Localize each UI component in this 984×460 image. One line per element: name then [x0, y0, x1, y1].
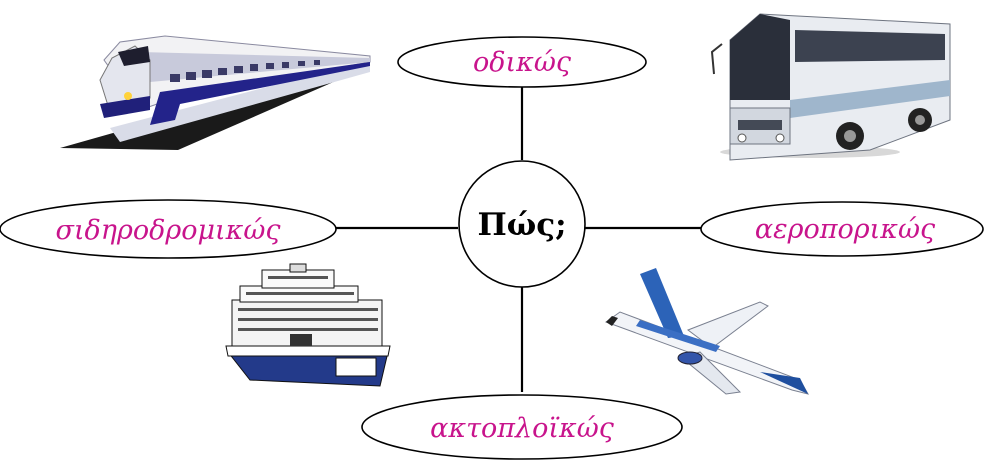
oval-bottom: [361, 394, 683, 460]
center-question: Πώς;: [477, 207, 566, 243]
bus-picture: [710, 13, 951, 161]
label-bottom: ακτοπλοϊκώς: [430, 413, 615, 444]
oval-left: [0, 199, 337, 259]
center-circle: [458, 160, 586, 288]
label-right: αεροπορικώς: [755, 214, 936, 245]
airplane-picture: [604, 268, 810, 395]
label-top: οδικώς: [473, 47, 572, 78]
oval-top: [397, 36, 647, 88]
train-picture: [60, 35, 371, 150]
ferry-picture: [225, 263, 391, 387]
oval-right: [700, 201, 984, 257]
label-left: σιδηροδρομικώς: [56, 215, 282, 246]
